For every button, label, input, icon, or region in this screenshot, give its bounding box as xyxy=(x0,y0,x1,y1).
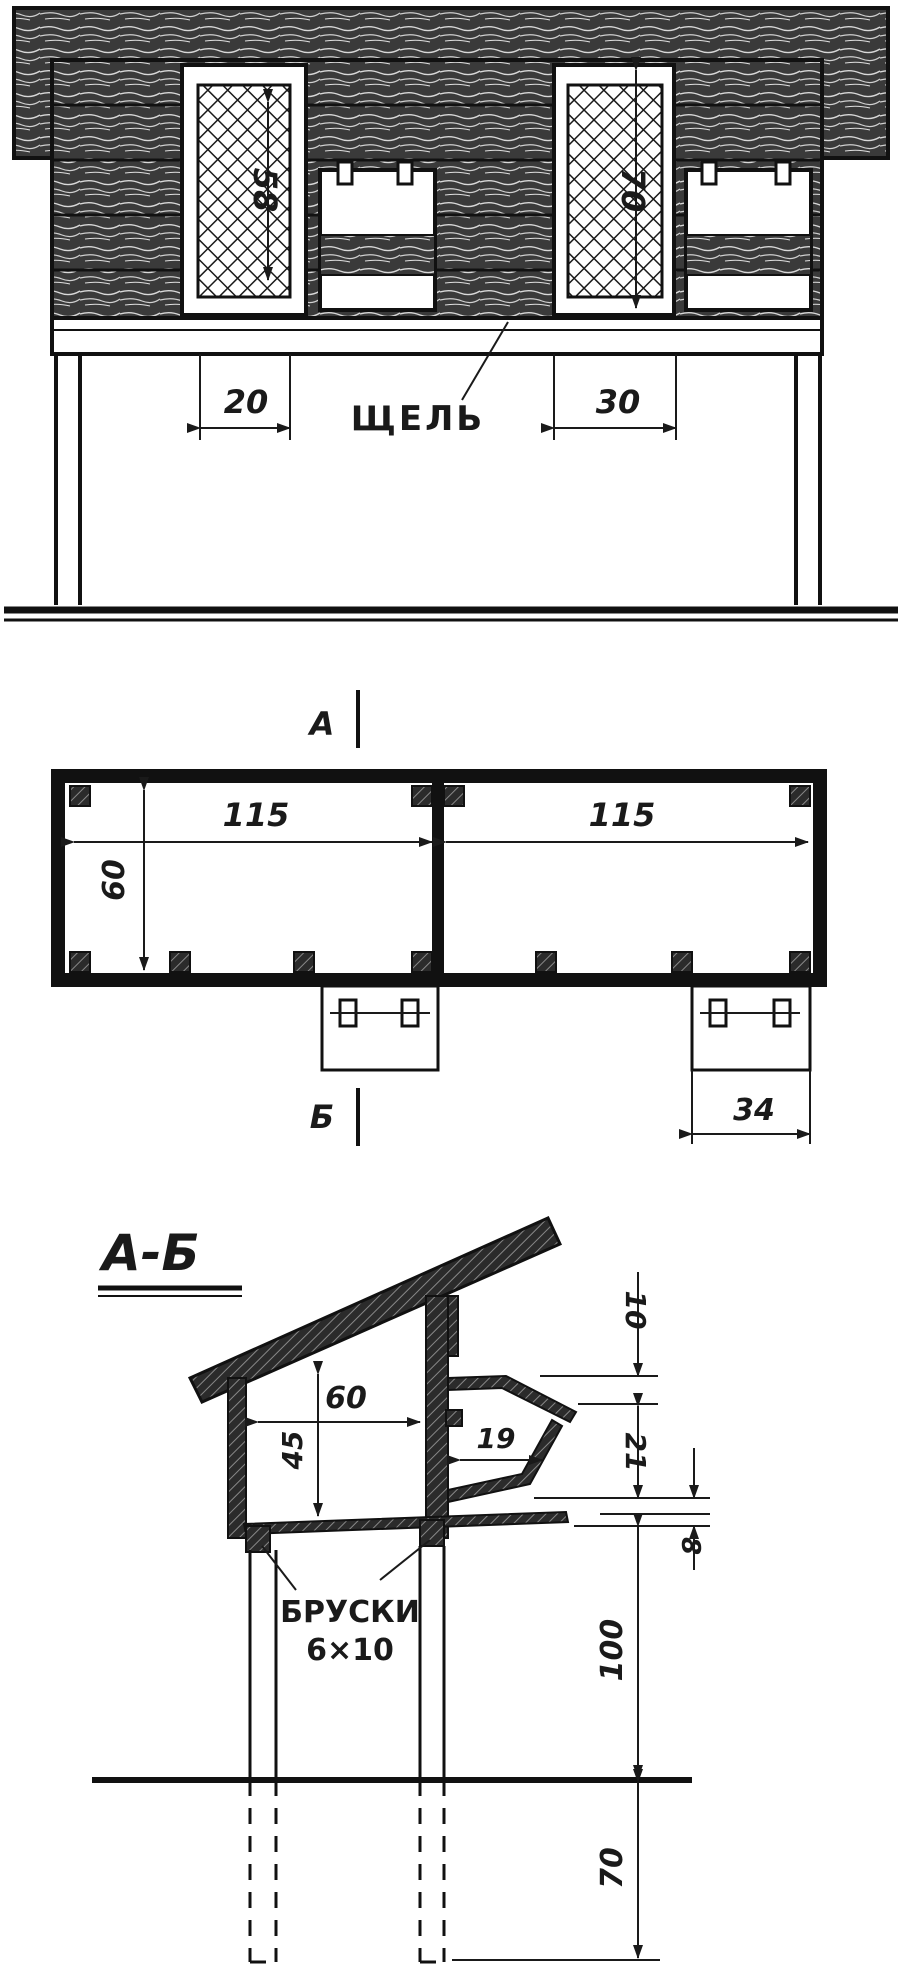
dim-nest-box-width: 34 xyxy=(733,1093,775,1128)
dim-inner-height: 45 xyxy=(276,1431,309,1471)
plan-posts xyxy=(69,785,811,973)
dim-inner-depth: 60 xyxy=(325,1381,367,1416)
section-legs-underground xyxy=(248,1780,446,1964)
dim-room-width-right: 115 xyxy=(589,796,656,834)
nest-box-lid xyxy=(447,1374,578,1424)
section-roof xyxy=(187,1216,563,1404)
nest-plank-right xyxy=(685,234,812,276)
dim-ground-depth: 70 xyxy=(595,1847,630,1889)
dim-room-width-left: 115 xyxy=(223,796,290,834)
gap-label: ЩЕЛЬ xyxy=(351,399,485,439)
beam-right xyxy=(419,1519,445,1547)
section-front-post xyxy=(425,1295,449,1539)
hinge-right-2 xyxy=(774,160,792,186)
section-mark-bottom: Б xyxy=(310,1098,334,1136)
beams-label-line2: 6×10 xyxy=(306,1633,394,1668)
front-legs xyxy=(54,354,822,605)
section-title: А-Б xyxy=(98,1224,200,1282)
hinge-left-1 xyxy=(336,160,354,186)
plan-view: А 115 xyxy=(51,690,827,1146)
dim-box-depth: 19 xyxy=(477,1422,516,1455)
front-view: 58 70 20 30 ЩЕЛЬ xyxy=(4,6,898,622)
dim-door-height-right: 70 xyxy=(614,168,652,213)
dim-door-width-right: 30 xyxy=(596,383,641,421)
section-view: А-Б xyxy=(92,1216,710,1964)
section-floor xyxy=(242,1510,570,1536)
section-legs xyxy=(248,1546,446,1780)
section-mark-top: А xyxy=(307,705,335,743)
nest-plank-left xyxy=(319,234,436,276)
dim-box-height: 21 xyxy=(619,1433,652,1472)
dim-door-width-left: 20 xyxy=(224,383,269,421)
beams-label-line1: БРУСКИ xyxy=(280,1595,420,1630)
bottom-beam xyxy=(50,316,824,356)
dim-room-depth: 60 xyxy=(97,859,132,901)
hinge-left-2 xyxy=(396,160,414,186)
dim-leg-height: 100 xyxy=(595,1619,630,1682)
beam-left xyxy=(245,1525,271,1553)
dim-roof-overhang: 10 xyxy=(619,1291,652,1330)
dim-floor-thickness: 8 xyxy=(675,1537,705,1555)
dim-door-height-left: 58 xyxy=(246,168,284,213)
lattice-door-left xyxy=(196,83,292,299)
section-back-wall xyxy=(227,1377,247,1539)
lattice-door-right xyxy=(566,83,664,299)
gap-leader xyxy=(461,321,509,401)
hinge-right-1 xyxy=(700,160,718,186)
